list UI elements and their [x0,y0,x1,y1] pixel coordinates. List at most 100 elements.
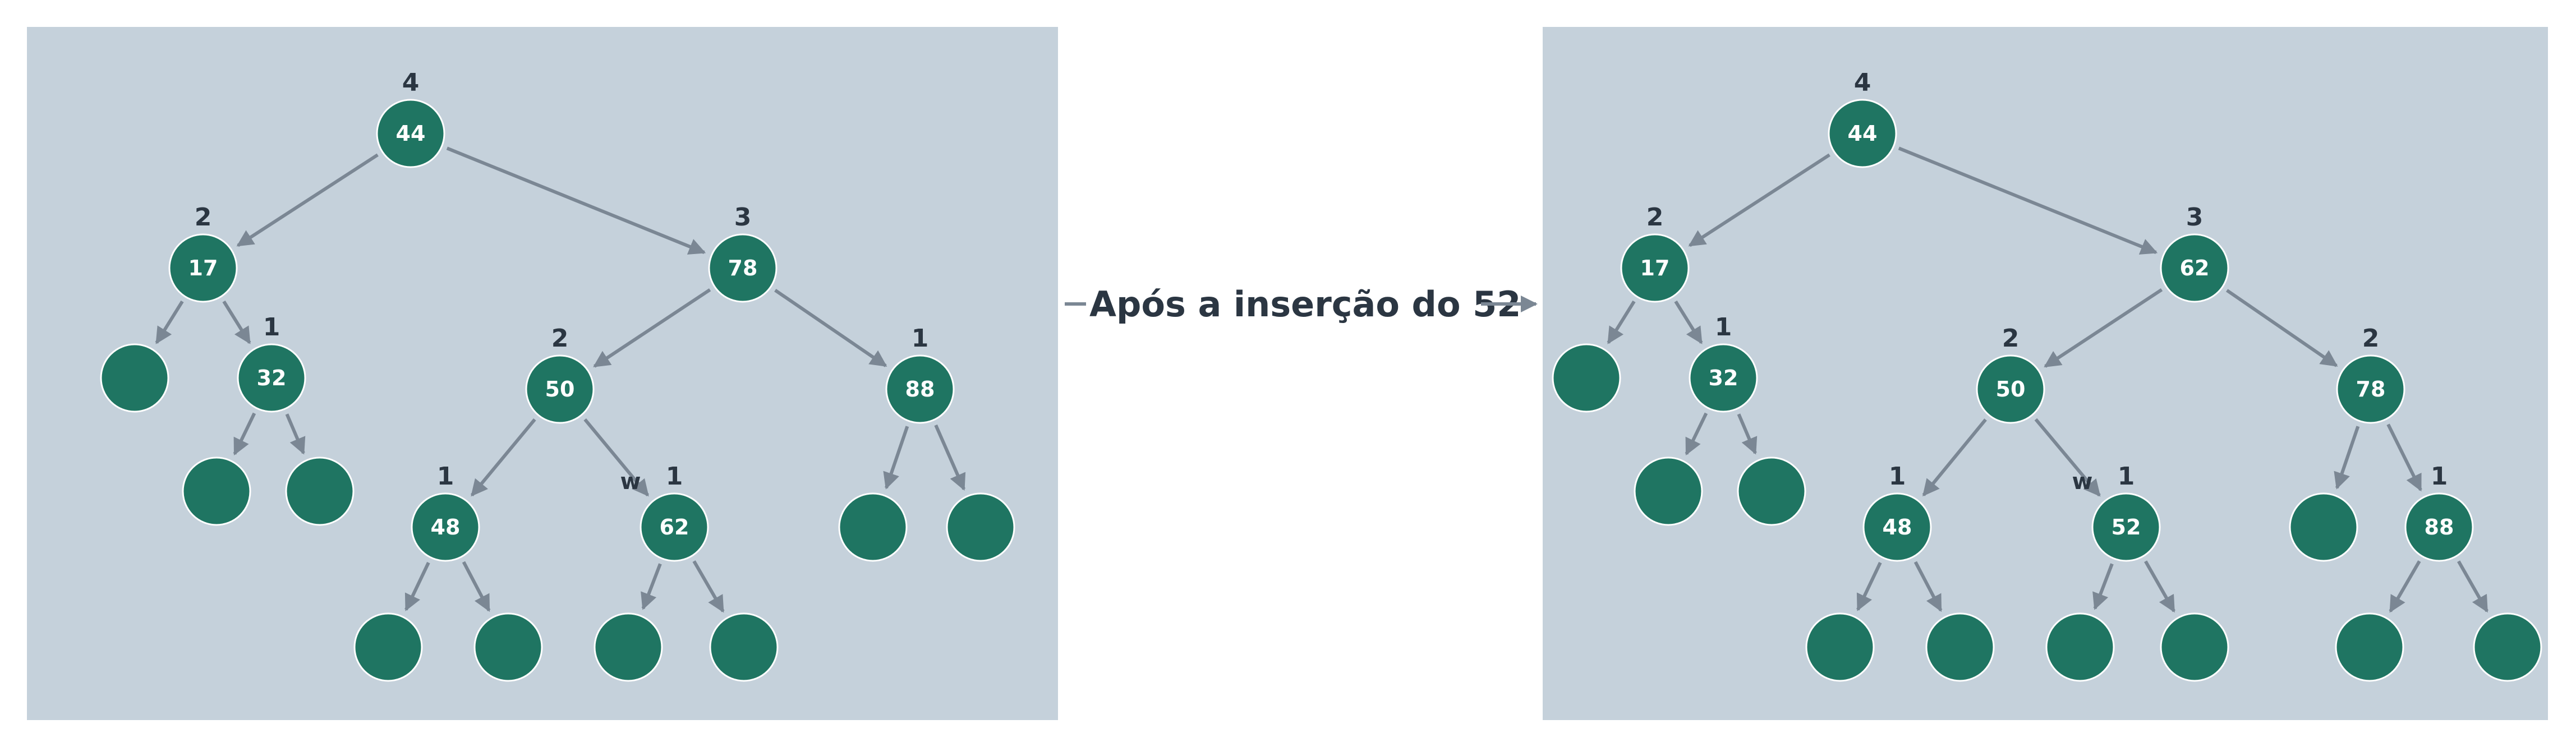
tree-node [1862,492,1932,562]
null-leaf-node [1805,612,1875,682]
null-leaf-node [285,457,355,526]
tree-node [885,354,955,424]
node-key-label: 44 [396,121,426,146]
tree-edge [233,412,256,456]
null-leaf-node [1737,457,1806,526]
null-leaf-node [353,612,423,682]
node-key-label: 78 [2356,377,2386,402]
node-height-label: 3 [2186,203,2204,232]
node-height-label: 2 [1646,203,1664,232]
tree-node [1620,233,1690,303]
tree-edge [1922,418,1987,497]
node-key-label: 32 [1709,366,1738,390]
null-leaf-node [182,457,251,526]
tree-edge [2334,426,2360,490]
tree-node [2336,354,2405,424]
tree-edge [1688,153,1830,247]
node-key-label: 50 [1996,377,2026,402]
tree-edge [641,563,662,610]
tree-node [2091,492,2161,562]
node-key-label: 17 [1640,256,1670,280]
tree-edge [2044,288,2163,368]
node-key-label: 88 [905,377,935,402]
tree-node [2404,492,2474,562]
node-height-label: 4 [1854,68,1871,97]
node-key-label: 62 [660,515,689,540]
node-height-label: 1 [666,462,683,491]
tree-node [1828,99,1897,168]
node-key-label: 48 [431,515,461,540]
tree-edge [1913,561,1943,612]
node-height-label: 1 [263,313,280,342]
node-height-label: 2 [551,324,569,353]
tree-edge [462,561,491,612]
null-leaf-node [2160,612,2229,682]
tree-edge [2034,418,2101,497]
node-key-label: 44 [1848,121,1878,146]
tree-edge [883,426,909,490]
tree-edge [934,424,966,491]
node-key-label: 32 [257,366,287,390]
tree-edge [222,300,251,344]
tree-edge [155,300,184,344]
node-key-label: 17 [188,256,218,280]
null-leaf-node [1552,343,1621,413]
null-leaf-node [2335,612,2404,682]
transition-arrow: Após a inserção do 52 [1065,284,1538,325]
tree-node [237,343,306,413]
tree-edge [2386,423,2422,492]
tree-edge [446,146,706,255]
node-height-label: 2 [195,203,212,232]
tree-edge [2092,563,2114,610]
node-marker-label: w [620,469,641,495]
tree-node [1689,343,1758,413]
tree-edge [285,413,306,455]
tree-node [2160,233,2229,303]
tree-edge [1607,300,1636,344]
null-leaf-node [2045,612,2115,682]
node-height-label: 3 [734,203,752,232]
node-height-label: 1 [912,324,929,353]
null-leaf-node [838,492,908,562]
tree-edge [2457,560,2488,613]
null-leaf-node [1925,612,1995,682]
node-height-label: 1 [437,462,454,491]
tree-edge [774,289,887,367]
tree-edge [404,561,430,611]
null-leaf-node [100,343,169,413]
null-leaf-node [1634,457,1703,526]
node-height-label: 2 [2362,324,2380,353]
null-leaf-node [473,612,543,682]
tree-edge [2389,560,2421,613]
transition-label: Após a inserção do 52 [1089,284,1521,325]
tree-edge [593,288,711,368]
tree-node [411,492,480,562]
tree-edge [692,560,725,613]
tree-edge [1685,412,1708,456]
tree-edge [2144,560,2175,613]
node-key-label: 62 [2180,256,2210,280]
null-leaf-node [709,612,779,682]
node-marker-label: w [2072,469,2093,495]
tree-node [708,233,778,303]
tree-edge [583,418,650,497]
node-key-label: 48 [1883,515,1912,540]
tree-edge [2225,289,2338,367]
tree-node [1976,354,2045,424]
tree-edge [470,418,536,497]
node-height-label: 1 [1889,462,1906,491]
node-key-label: 50 [545,377,575,402]
tree-node [525,354,595,424]
node-key-label: 78 [728,256,758,280]
tree-node [376,99,445,168]
tree-edge [1674,300,1703,344]
tree-edge [1737,413,1758,455]
null-leaf-node [594,612,663,682]
tree-node [640,492,709,562]
null-leaf-node [2289,492,2358,562]
node-key-label: 52 [2112,515,2141,540]
null-leaf-node [946,492,1015,562]
